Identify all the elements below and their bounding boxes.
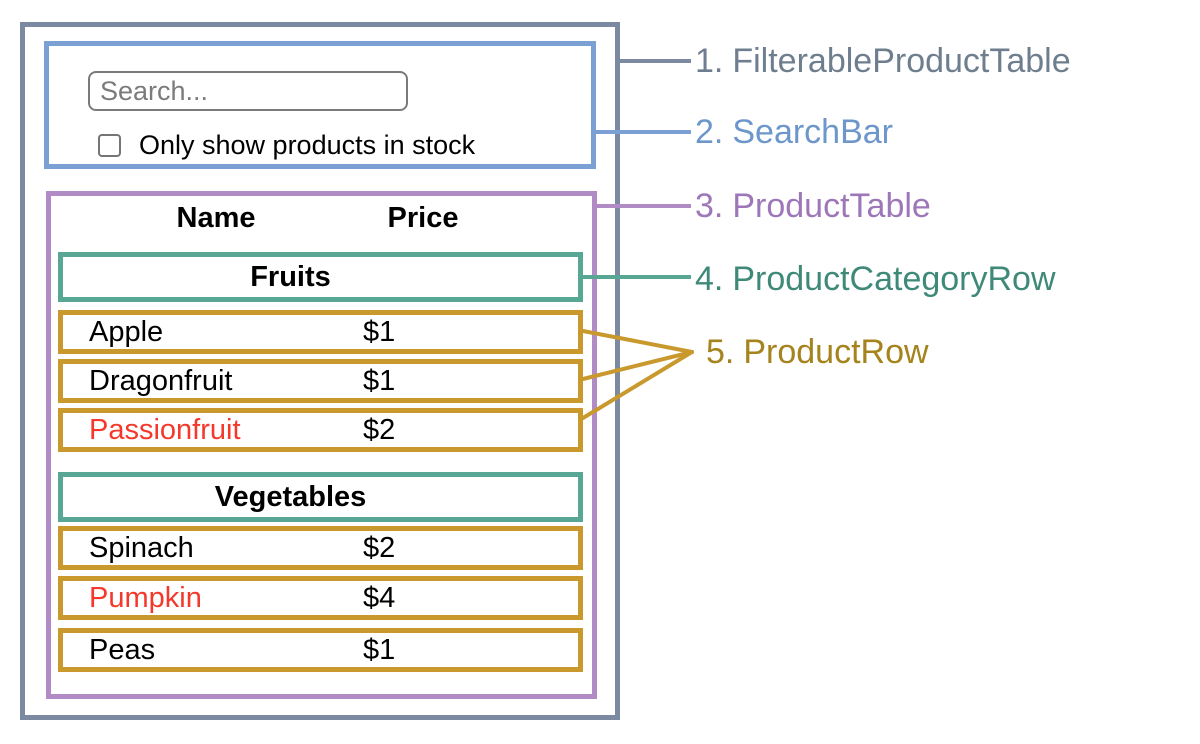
- product-name: Dragonfruit: [89, 364, 233, 397]
- product-table-box: Name Price Fruits Apple $1 Dragonfruit $…: [46, 191, 597, 699]
- stock-filter-row: Only show products in stock: [98, 130, 475, 160]
- legend-number: 3.: [695, 187, 724, 225]
- product-row-pumpkin: Pumpkin $4: [58, 576, 583, 620]
- legend-number: 4.: [695, 260, 724, 298]
- category-row-fruits: Fruits: [58, 252, 583, 302]
- legend-label: ProductTable: [732, 187, 931, 225]
- product-row-dragonfruit: Dragonfruit $1: [58, 359, 583, 403]
- product-price: $4: [363, 581, 396, 614]
- product-price: $2: [363, 531, 396, 564]
- search-input[interactable]: [88, 71, 408, 111]
- product-price: $1: [363, 364, 396, 397]
- legend-search-bar: 2.SearchBar: [695, 111, 893, 153]
- search-bar-box: Only show products in stock: [44, 41, 596, 169]
- legend-number: 5.: [706, 333, 735, 371]
- legend-number: 1.: [695, 42, 724, 80]
- category-label: Fruits: [250, 260, 331, 293]
- category-label: Vegetables: [214, 480, 367, 513]
- legend-product-category-row: 4.ProductCategoryRow: [695, 258, 1056, 300]
- product-price: $1: [363, 633, 396, 666]
- product-price: $1: [363, 315, 396, 348]
- product-row-apple: Apple $1: [58, 310, 583, 354]
- product-row-peas: Peas $1: [58, 628, 583, 672]
- legend-product-row: 5.ProductRow: [706, 331, 929, 373]
- legend-label: ProductRow: [743, 333, 929, 371]
- legend-number: 2.: [695, 113, 724, 151]
- legend-product-table: 3.ProductTable: [695, 185, 931, 227]
- filterable-product-table-box: Only show products in stock Name Price F…: [20, 22, 620, 720]
- product-name: Apple: [89, 315, 164, 348]
- legend-filterable-product-table: 1.FilterableProductTable: [695, 40, 1071, 82]
- legend-label: FilterableProductTable: [732, 42, 1071, 80]
- product-name-out-of-stock: Pumpkin: [89, 581, 202, 614]
- product-price: $2: [363, 413, 396, 446]
- product-row-passionfruit: Passionfruit $2: [58, 408, 583, 452]
- product-row-spinach: Spinach $2: [58, 526, 583, 570]
- legend-label: SearchBar: [732, 113, 893, 151]
- legend-label: ProductCategoryRow: [732, 260, 1056, 298]
- category-row-vegetables: Vegetables: [58, 472, 583, 522]
- in-stock-checkbox-label: Only show products in stock: [139, 130, 476, 160]
- product-name: Spinach: [89, 531, 194, 564]
- name-column-header: Name: [176, 202, 256, 234]
- price-column-header: Price: [387, 202, 459, 234]
- in-stock-checkbox[interactable]: [98, 133, 121, 157]
- product-name: Peas: [89, 633, 156, 666]
- product-name-out-of-stock: Passionfruit: [89, 413, 241, 446]
